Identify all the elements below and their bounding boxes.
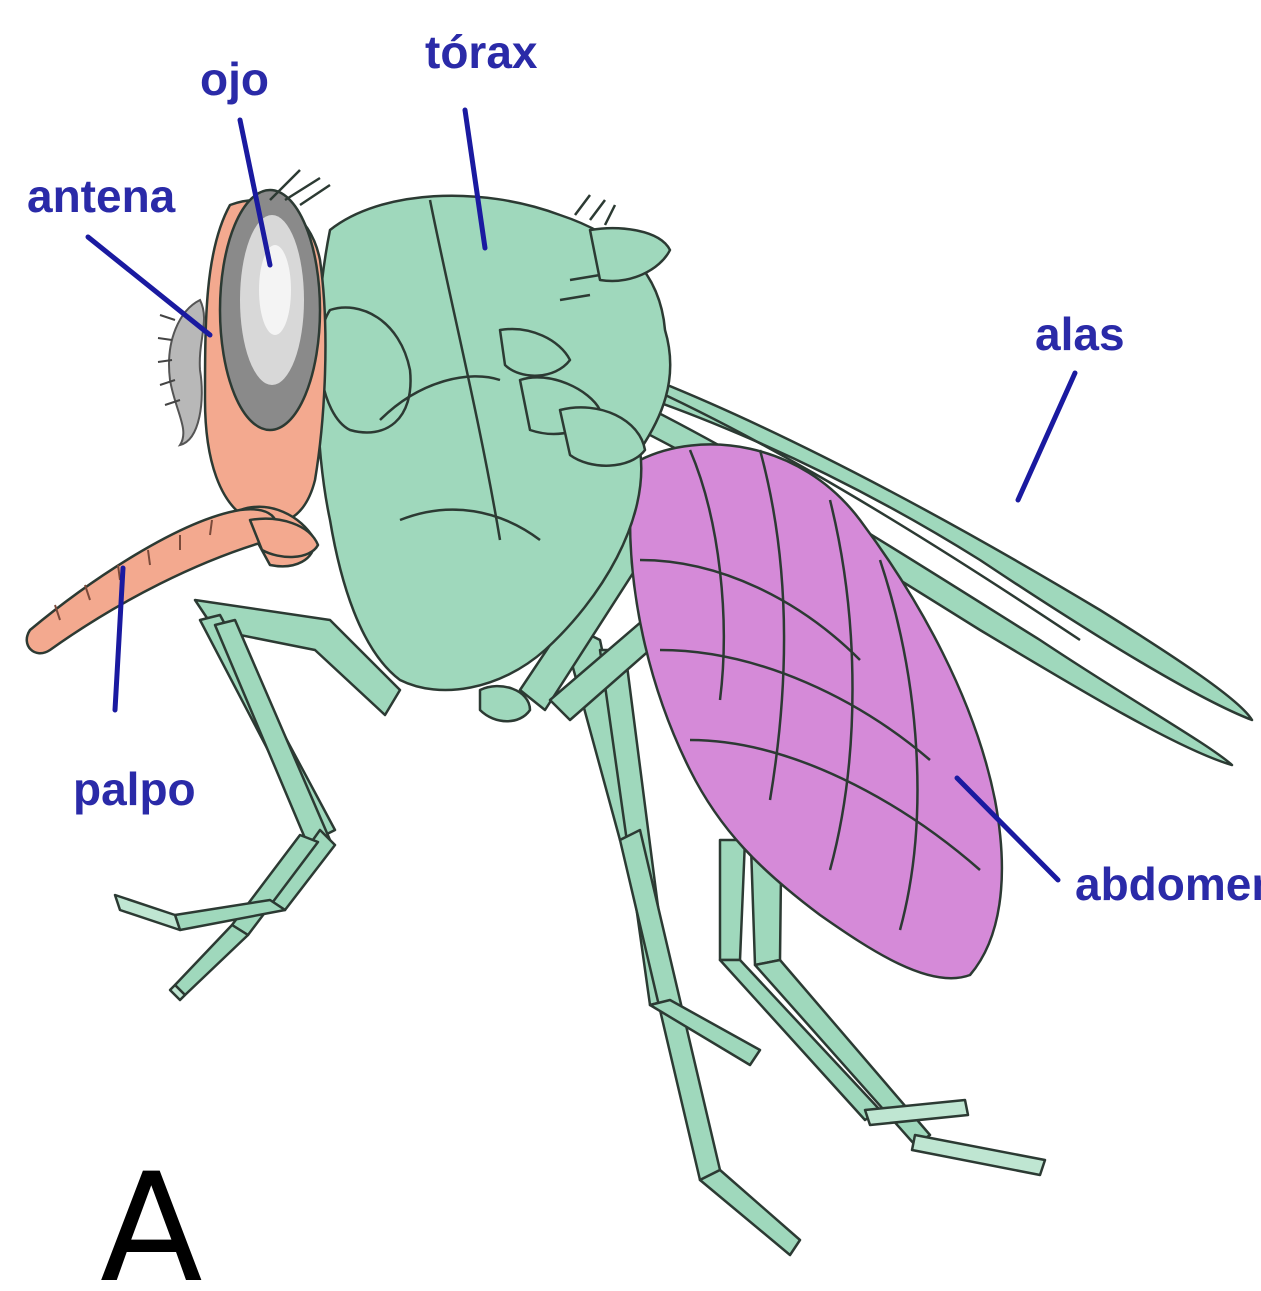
leader-alas (1018, 373, 1075, 500)
label-abdomen: abdomen (1075, 858, 1261, 910)
leader-antena (88, 237, 210, 335)
label-palpo: palpo (73, 763, 196, 815)
panel-letter: A (100, 1142, 203, 1291)
head (205, 170, 330, 566)
label-torax: tórax (425, 26, 538, 78)
label-antena: antena (27, 170, 176, 222)
label-ojo: ojo (200, 53, 269, 105)
label-alas: alas (1035, 308, 1125, 360)
